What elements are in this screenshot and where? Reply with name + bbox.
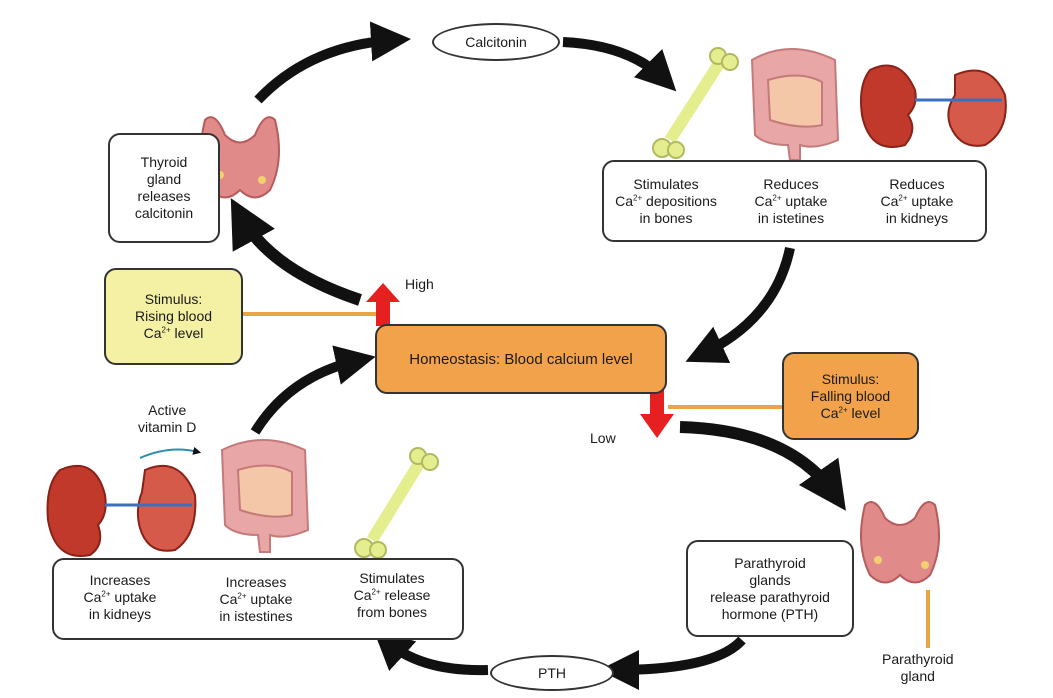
effects-high-box <box>602 160 987 242</box>
thyroid-box: Thyroid gland releases calcitonin <box>108 133 220 243</box>
arrow-calcitonin-to-effects <box>562 37 677 92</box>
kidney-icon <box>46 465 197 557</box>
arrow-high-to-thyroid <box>230 198 362 306</box>
parathyroid-label: Parathyroid gland <box>882 651 954 684</box>
kidney-icon <box>860 64 1007 148</box>
parathyroid-box: Parathyroid glands release parathyroid h… <box>686 540 854 637</box>
effect-low-bones: Stimulates Ca2+ release from bones <box>353 570 431 620</box>
parathyroid-icon <box>860 501 940 584</box>
low-label: Low <box>590 430 616 446</box>
bone-icon <box>652 47 739 159</box>
stimulus-low-box: Stimulus: Falling blood Ca2+ level <box>782 352 919 440</box>
stimulus-high-box: Stimulus: Rising blood Ca2+ level <box>104 268 243 365</box>
homeostasis-box: Homeostasis: Blood calcium level <box>375 324 667 394</box>
effect-low-kidneys: Increases Ca2+ uptake in kidneys <box>83 572 157 622</box>
bone-icon <box>354 447 439 559</box>
pth-label: PTH <box>538 665 566 681</box>
vitamin-arrow <box>139 446 202 459</box>
high-arrow <box>366 283 400 326</box>
parathyroid-box-text: Parathyroid glands release parathyroid h… <box>710 554 830 622</box>
arrow-effects-to-homeostasis <box>685 246 795 363</box>
calcitonin-label: Calcitonin <box>465 34 527 50</box>
intestine-icon <box>750 48 840 161</box>
low-arrow <box>640 390 674 438</box>
pth-oval: PTH <box>490 655 614 691</box>
arrow-thyroid-to-calcitonin <box>254 21 411 104</box>
arrow-low-to-parathyroid <box>679 421 846 511</box>
thyroid-icon <box>200 116 280 199</box>
arrow-effects-to-homeostasis-low <box>250 345 376 435</box>
arrow-parathyroid-to-pth <box>599 636 746 690</box>
high-label: High <box>405 276 434 292</box>
intestine-icon <box>220 439 310 553</box>
homeostasis-label: Homeostasis: Blood calcium level <box>409 350 633 368</box>
effect-high-intestines: Reduces Ca2+ uptake in istetines <box>754 176 828 226</box>
thyroid-box-text: Thyroid gland releases calcitonin <box>134 154 194 221</box>
effects-low-box <box>52 558 464 640</box>
effect-high-kidneys: Reduces Ca2+ uptake in kidneys <box>880 176 954 226</box>
effect-low-intestines: Increases Ca2+ uptake in istestines <box>219 574 293 624</box>
calcitonin-oval: Calcitonin <box>432 23 560 61</box>
effect-high-bones: Stimulates Ca2+ depositions in bones <box>615 176 717 226</box>
vitamin-label: Active vitamin D <box>138 402 197 435</box>
arrow-pth-to-effects <box>373 629 489 676</box>
